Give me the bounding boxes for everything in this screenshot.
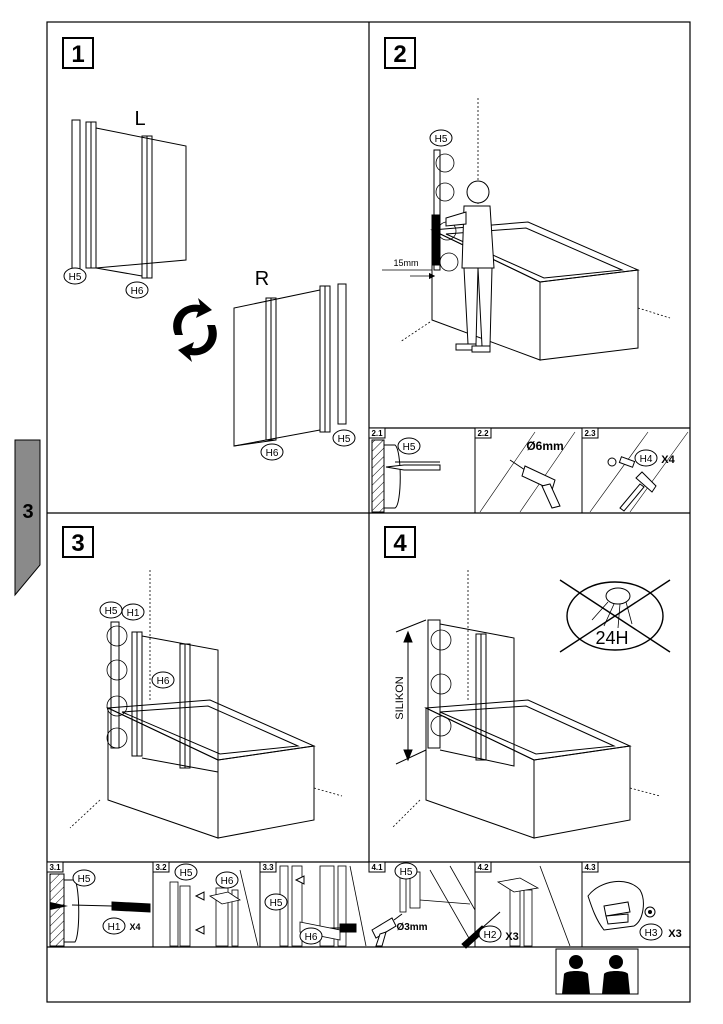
cure-time-label: 24H — [595, 628, 628, 648]
drill-size-label: Ø6mm — [526, 439, 563, 453]
substep-4-2: 4.2 H2 X3 — [461, 861, 571, 949]
substep-4-1: 4.1 H5 Ø3mm — [368, 861, 476, 947]
step-2-panel: 2 H5 — [382, 37, 671, 361]
svg-text:H3: H3 — [645, 928, 658, 939]
svg-text:3.2: 3.2 — [155, 863, 167, 872]
callout-h5-step3: H5 — [99, 601, 123, 619]
callout-h6-step1-left: H6 — [125, 281, 149, 299]
screwdriver-icon — [71, 901, 151, 913]
svg-text:4.1: 4.1 — [371, 863, 383, 872]
step-4-panel: 4 SI — [384, 526, 671, 839]
step-3-panel: 3 H5 — [62, 526, 343, 839]
label-right: R — [255, 268, 269, 290]
step-number: 1 — [71, 41, 84, 68]
screen-right — [233, 283, 347, 447]
step-number-box — [384, 526, 416, 558]
svg-text:H2: H2 — [484, 930, 497, 941]
offset-dimension — [382, 269, 436, 280]
substep-2-1: 2.1 H5 — [368, 427, 441, 513]
step-1-panel: 1 L H5 H6 R — [62, 37, 356, 461]
svg-text:4.2: 4.2 — [477, 863, 489, 872]
svg-text:H1: H1 — [108, 922, 121, 933]
svg-text:H1: H1 — [127, 608, 140, 619]
rotate-arrows-icon — [173, 298, 217, 362]
svg-text:H5: H5 — [270, 898, 283, 909]
screen-left — [71, 119, 187, 279]
svg-text:H5: H5 — [105, 606, 118, 617]
offset-label: 15mm — [393, 258, 418, 268]
svg-text:H5: H5 — [180, 868, 193, 879]
callout-h5-step1-right: H5 — [332, 429, 356, 447]
silicone-label: SILIKON — [394, 676, 406, 719]
step-number: 2 — [393, 41, 406, 68]
step-number-box — [384, 37, 416, 69]
hammer-icon — [619, 471, 657, 512]
shower-screen — [427, 619, 515, 767]
substep-2-2: 2.2 Ø6mm — [474, 427, 576, 513]
drill-marks — [435, 153, 459, 272]
substep-3-3: 3.3 H5 H6 — [259, 861, 367, 947]
two-person-icon — [555, 948, 639, 995]
svg-text:X4: X4 — [129, 922, 140, 932]
svg-text:H6: H6 — [305, 932, 318, 943]
no-shower-24h-icon — [559, 579, 671, 653]
svg-text:3.3: 3.3 — [262, 863, 274, 872]
callout-h6-step1-right: H6 — [260, 443, 284, 461]
hand-icon — [587, 880, 644, 931]
svg-text:H5: H5 — [403, 442, 416, 453]
step-number: 3 — [71, 530, 84, 557]
svg-text:H6: H6 — [131, 286, 144, 297]
substep-2-3: 2.3 H4 X4 — [581, 427, 689, 513]
label-left: L — [134, 108, 145, 130]
svg-text:H6: H6 — [221, 876, 234, 887]
svg-text:H5: H5 — [78, 874, 91, 885]
callout-h5-step2: H5 — [429, 129, 453, 147]
svg-text:X4: X4 — [661, 454, 675, 466]
callout-h5-step1-left: H5 — [63, 267, 87, 285]
step-number-box — [62, 37, 94, 69]
svg-text:2.2: 2.2 — [477, 429, 489, 438]
svg-text:2.3: 2.3 — [584, 429, 596, 438]
svg-text:H5: H5 — [435, 134, 448, 145]
svg-text:X3: X3 — [668, 928, 681, 940]
chapter-tab: 3 — [14, 439, 41, 597]
wall-profile — [431, 149, 441, 271]
drill-size-label: Ø3mm — [396, 922, 427, 933]
svg-text:2.1: 2.1 — [371, 429, 383, 438]
substeps-2: 2.1 H5 2.2 Ø6mm 2.3 — [368, 427, 689, 513]
silicone-dimension — [395, 619, 427, 765]
svg-text:H4: H4 — [640, 454, 653, 465]
bathtub — [424, 699, 632, 839]
substeps-bottom: 3.1 H5 H1 X4 3.2 — [46, 861, 682, 949]
drill-icon — [509, 459, 561, 509]
svg-text:H6: H6 — [266, 448, 279, 459]
svg-text:H5: H5 — [69, 272, 82, 283]
step-number: 4 — [393, 530, 407, 557]
drill-icon — [371, 913, 403, 947]
bathtub — [430, 221, 640, 361]
bathtub — [106, 699, 316, 839]
svg-text:X3: X3 — [505, 931, 518, 943]
callout-h6-step3: H6 — [151, 671, 175, 689]
drill-icon — [330, 923, 357, 933]
chapter-number: 3 — [22, 501, 33, 523]
page-grid — [46, 21, 691, 1003]
shower-screen — [131, 631, 219, 773]
svg-text:H6: H6 — [157, 676, 170, 687]
svg-text:H5: H5 — [338, 434, 351, 445]
substep-4-3: 4.3 H3 X3 — [581, 861, 682, 941]
substep-3-1: 3.1 H5 H1 X4 — [46, 861, 151, 947]
substep-3-2: 3.2 H5 H6 — [152, 861, 259, 947]
step-number-box — [62, 526, 94, 558]
svg-text:3.1: 3.1 — [49, 863, 61, 872]
callout-h1-step3: H1 — [121, 603, 145, 621]
svg-text:H5: H5 — [400, 867, 413, 878]
person-figure — [445, 180, 495, 353]
svg-text:4.3: 4.3 — [584, 863, 596, 872]
